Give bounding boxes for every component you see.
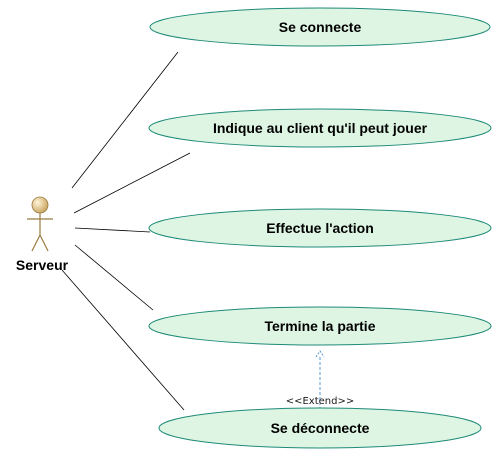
- association-se-deconnecte: [61, 269, 185, 411]
- use-case-indique-au-client[interactable]: Indique au client qu'il peut jouer: [148, 108, 492, 148]
- association-effectue-action: [74, 227, 151, 233]
- association-indique-au-client: [73, 152, 191, 214]
- extend-stereotype-label: <<Extend>>: [286, 396, 355, 407]
- association-se-connecte: [71, 51, 179, 189]
- actor-stick-figure-icon: [27, 196, 53, 252]
- use-case-se-deconnecte[interactable]: Se déconnecte: [158, 407, 482, 449]
- use-case-label: Se déconnecte: [271, 420, 370, 436]
- use-case-label: Effectue l'action: [266, 220, 374, 236]
- use-case-termine-partie[interactable]: Termine la partie: [148, 306, 492, 346]
- use-case-label: Se connecte: [279, 19, 362, 35]
- use-case-label: Indique au client qu'il peut jouer: [213, 120, 428, 136]
- use-case-label: Termine la partie: [264, 318, 375, 334]
- association-lines: [61, 51, 191, 411]
- use-case-effectue-action[interactable]: Effectue l'action: [148, 208, 492, 248]
- extend-arrowhead: [315, 350, 325, 358]
- extend-relation: <<Extend>>: [286, 350, 355, 415]
- actor-serveur[interactable]: Serveur: [16, 196, 69, 273]
- use-case-se-connecte[interactable]: Se connecte: [149, 7, 491, 47]
- association-termine-partie: [74, 244, 154, 311]
- actor-label: Serveur: [16, 257, 69, 273]
